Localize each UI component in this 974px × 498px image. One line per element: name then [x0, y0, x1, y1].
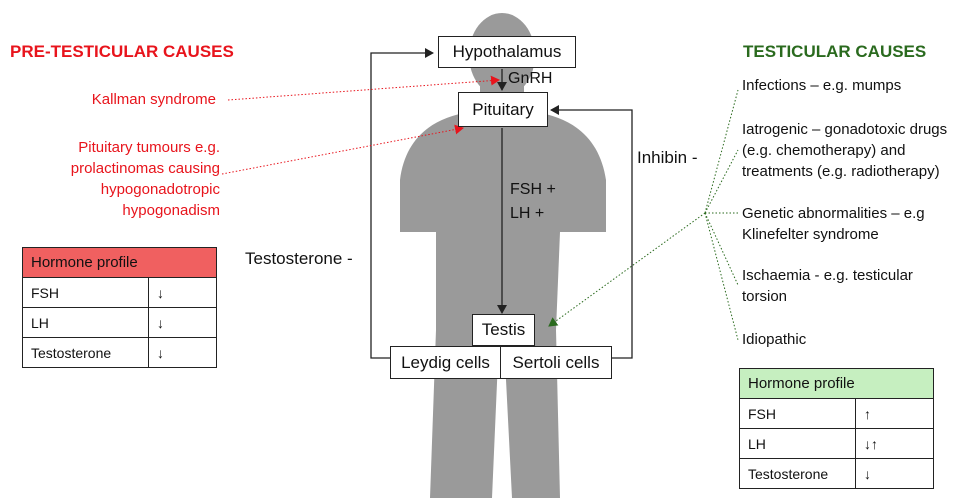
hormone-name: Testosterone	[739, 458, 856, 489]
hypothalamus-label: Hypothalamus	[452, 42, 562, 61]
table-row: LH↓	[22, 307, 217, 338]
leydig-cells-label: Leydig cells	[401, 352, 490, 372]
sertoli-cells-box: Sertoli cells	[500, 346, 612, 379]
hormone-change: ↓	[148, 277, 217, 308]
testicular-table-header: Hormone profile	[739, 368, 934, 399]
hormone-name: Testosterone	[22, 337, 149, 368]
table-row: FSH↓	[22, 277, 217, 308]
hormone-change: ↓	[148, 337, 217, 368]
fsh-label: FSH +	[510, 181, 556, 198]
pituitary-label: Pituitary	[472, 99, 534, 119]
hormone-change: ↓	[148, 307, 217, 338]
table-row: LH↓↑	[739, 428, 934, 459]
testis-box: Testis	[472, 314, 535, 346]
hormone-name: LH	[739, 428, 856, 459]
pituitary-box: Pituitary	[458, 92, 548, 127]
inhibin-feedback-label: Inhibin -	[637, 148, 698, 167]
testicular-cause-idiopathic: Idiopathic	[742, 331, 807, 348]
hormone-name: LH	[22, 307, 149, 338]
pre-hormone-profile-table: Hormone profile FSH↓ LH↓ Testosterone↓	[22, 247, 217, 368]
sertoli-cells-label: Sertoli cells	[512, 352, 600, 372]
testicular-cause-infections: Infections – e.g. mumps	[742, 77, 902, 94]
lh-label: LH +	[510, 205, 545, 222]
hormone-change: ↓↑	[855, 428, 934, 459]
hormone-name: FSH	[739, 398, 856, 429]
testicular-cause-genetic: Genetic abnormalities – e.g Klinefelter …	[742, 205, 925, 243]
hormone-change: ↑	[855, 398, 934, 429]
testis-label: Testis	[481, 320, 526, 339]
testicular-title: TESTICULAR CAUSES	[743, 42, 927, 61]
gnrh-label: GnRH	[508, 70, 553, 87]
hormone-change: ↓	[855, 458, 934, 489]
testosterone-feedback-line	[370, 48, 434, 359]
testicular-cause-ischaemia: Ischaemia - e.g. testicular torsion	[742, 267, 913, 305]
pre-cause-kallman: Kallman syndrome	[91, 91, 216, 108]
testicular-hormone-profile-table: Hormone profile FSH↑ LH↓↑ Testosterone↓	[739, 368, 934, 489]
testicular-cause-iatrogenic: Iatrogenic – gonadotoxic drugs (e.g. che…	[742, 121, 948, 180]
pre-table-header: Hormone profile	[22, 247, 217, 278]
testicular-cause-connectors	[548, 89, 739, 341]
table-row: Testosterone↓	[739, 458, 934, 489]
leydig-cells-box: Leydig cells	[390, 346, 501, 379]
pituitary-tumour-connector	[221, 124, 464, 175]
table-row: FSH↑	[739, 398, 934, 429]
pre-cause-pituitary-tumour: Pituitary tumours e.g. prolactinomas cau…	[70, 139, 220, 219]
human-silhouette	[400, 13, 606, 498]
pre-testicular-title: PRE-TESTICULAR CAUSES	[10, 42, 234, 61]
inhibin-feedback-line	[550, 105, 633, 359]
hormone-name: FSH	[22, 277, 149, 308]
table-row: Testosterone↓	[22, 337, 217, 368]
testosterone-feedback-label: Testosterone -	[245, 249, 353, 268]
hypothalamus-box: Hypothalamus	[438, 36, 576, 68]
